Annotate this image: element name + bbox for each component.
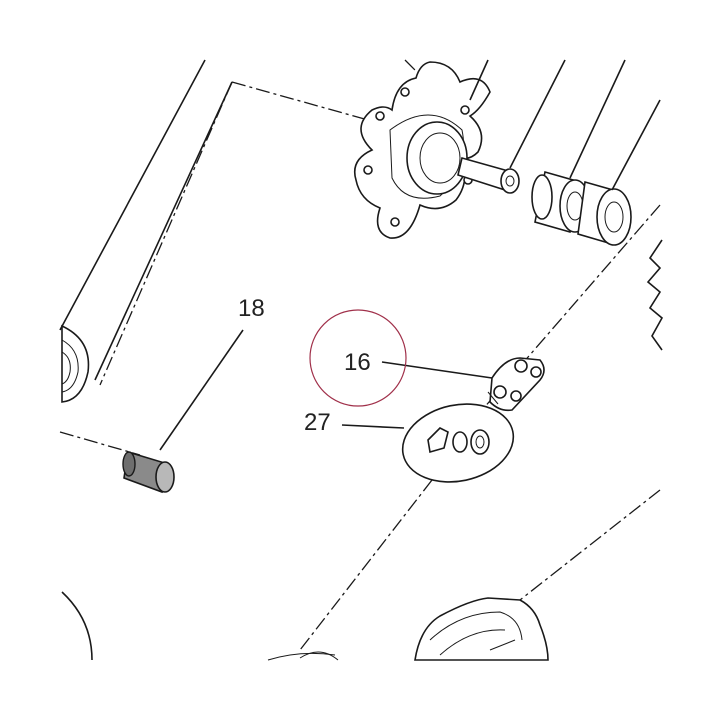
lower-guide-part xyxy=(414,597,549,661)
leader-27 xyxy=(341,424,405,429)
left-frame-lines xyxy=(59,59,233,381)
upper-leader-lines xyxy=(469,59,661,191)
right-sprocket-teeth xyxy=(646,239,664,351)
lower-left-arc xyxy=(61,591,93,661)
callout-label-16: 16 xyxy=(344,349,371,376)
callout-label-18: 18 xyxy=(238,295,265,322)
left-partial-wheel xyxy=(61,324,90,403)
leader-18 xyxy=(159,329,244,451)
callout-16-highlight-circle xyxy=(309,309,407,407)
sprocket-carrier xyxy=(353,61,491,239)
bearing-left xyxy=(531,170,591,234)
bearing-right xyxy=(577,180,632,246)
axle-spacer xyxy=(457,157,520,194)
callout-label-27: 27 xyxy=(304,409,331,436)
lower-gear-partial xyxy=(267,651,339,661)
assembly-axis-lines xyxy=(59,59,661,651)
leader-16 xyxy=(381,361,493,379)
master-link-part-27 xyxy=(401,403,515,483)
spacer-part-18 xyxy=(122,450,175,494)
chain-link-part-16 xyxy=(487,357,545,412)
